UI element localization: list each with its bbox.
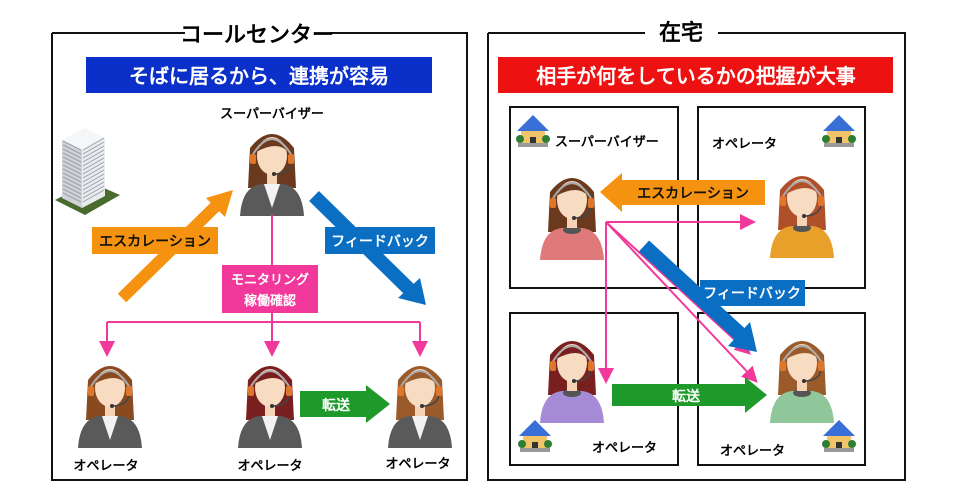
house-icon-supervisor — [516, 115, 550, 147]
remote-operator-label-2: オペレータ — [592, 441, 657, 456]
remote-operator-avatar-3 — [770, 341, 834, 423]
remote-operator-avatar-1 — [770, 176, 834, 258]
remote-feedback-label-box — [700, 280, 805, 306]
remote-operator-avatar-2 — [540, 341, 604, 423]
monitoring-label-line2: 稼働確認 — [244, 293, 296, 309]
supervisor-label: スーパーバイザー — [220, 107, 324, 122]
escalation-label-box — [92, 227, 218, 254]
remote-operator-label-3: オペレータ — [720, 444, 785, 459]
operator-avatar-1 — [78, 366, 142, 448]
call-center-panel: コールセンター そばに居るから、連携が容易 スーパーバイザー エスカレー — [51, 23, 468, 481]
remote-feedback-arrow — [638, 240, 757, 352]
operator-avatar-3 — [388, 366, 452, 448]
house-icon-operator-1 — [822, 115, 856, 147]
call-center-banner — [86, 57, 432, 93]
remote-operator-label-1: オペレータ — [712, 137, 777, 152]
remote-feedback-label: フィードバック — [703, 286, 801, 302]
operator-label-3: オペレータ — [385, 457, 450, 472]
remote-monitoring-lines — [598, 214, 758, 384]
escalation-label: エスカレーション — [99, 234, 211, 250]
remote-transfer-label: 転送 — [672, 388, 701, 405]
monitoring-label-line1: モニタリング — [231, 272, 309, 288]
operator-label-2: オペレータ — [237, 459, 302, 474]
house-icon-operator-3 — [822, 420, 856, 452]
remote-escalation-label: エスカレーション — [637, 186, 749, 202]
remote-panel: 在宅 相手が何をしているかの把握が大事 — [487, 20, 906, 481]
remote-escalation-arrow — [600, 173, 765, 212]
house-icon-operator-2 — [518, 420, 552, 452]
remote-transfer-arrow — [612, 377, 767, 413]
transfer-arrow — [300, 385, 390, 423]
remote-supervisor-avatar — [540, 178, 604, 260]
remote-banner-text: 相手が何をしているかの把握が大事 — [536, 64, 855, 88]
call-center-title: コールセンター — [180, 23, 334, 48]
feedback-label: フィードバック — [331, 234, 429, 250]
transfer-label: 転送 — [322, 397, 351, 414]
office-building-icon — [55, 128, 120, 215]
operator-label-1: オペレータ — [73, 459, 138, 474]
remote-supervisor-label: スーパーバイザー — [555, 135, 659, 150]
call-center-banner-text: そばに居るから、連携が容易 — [129, 64, 389, 88]
remote-banner — [498, 57, 893, 93]
remote-title: 在宅 — [659, 20, 703, 46]
monitoring-label-box — [222, 265, 318, 313]
feedback-label-box — [325, 227, 435, 254]
operator-avatar-2 — [238, 366, 302, 448]
supervisor-avatar — [240, 134, 304, 216]
